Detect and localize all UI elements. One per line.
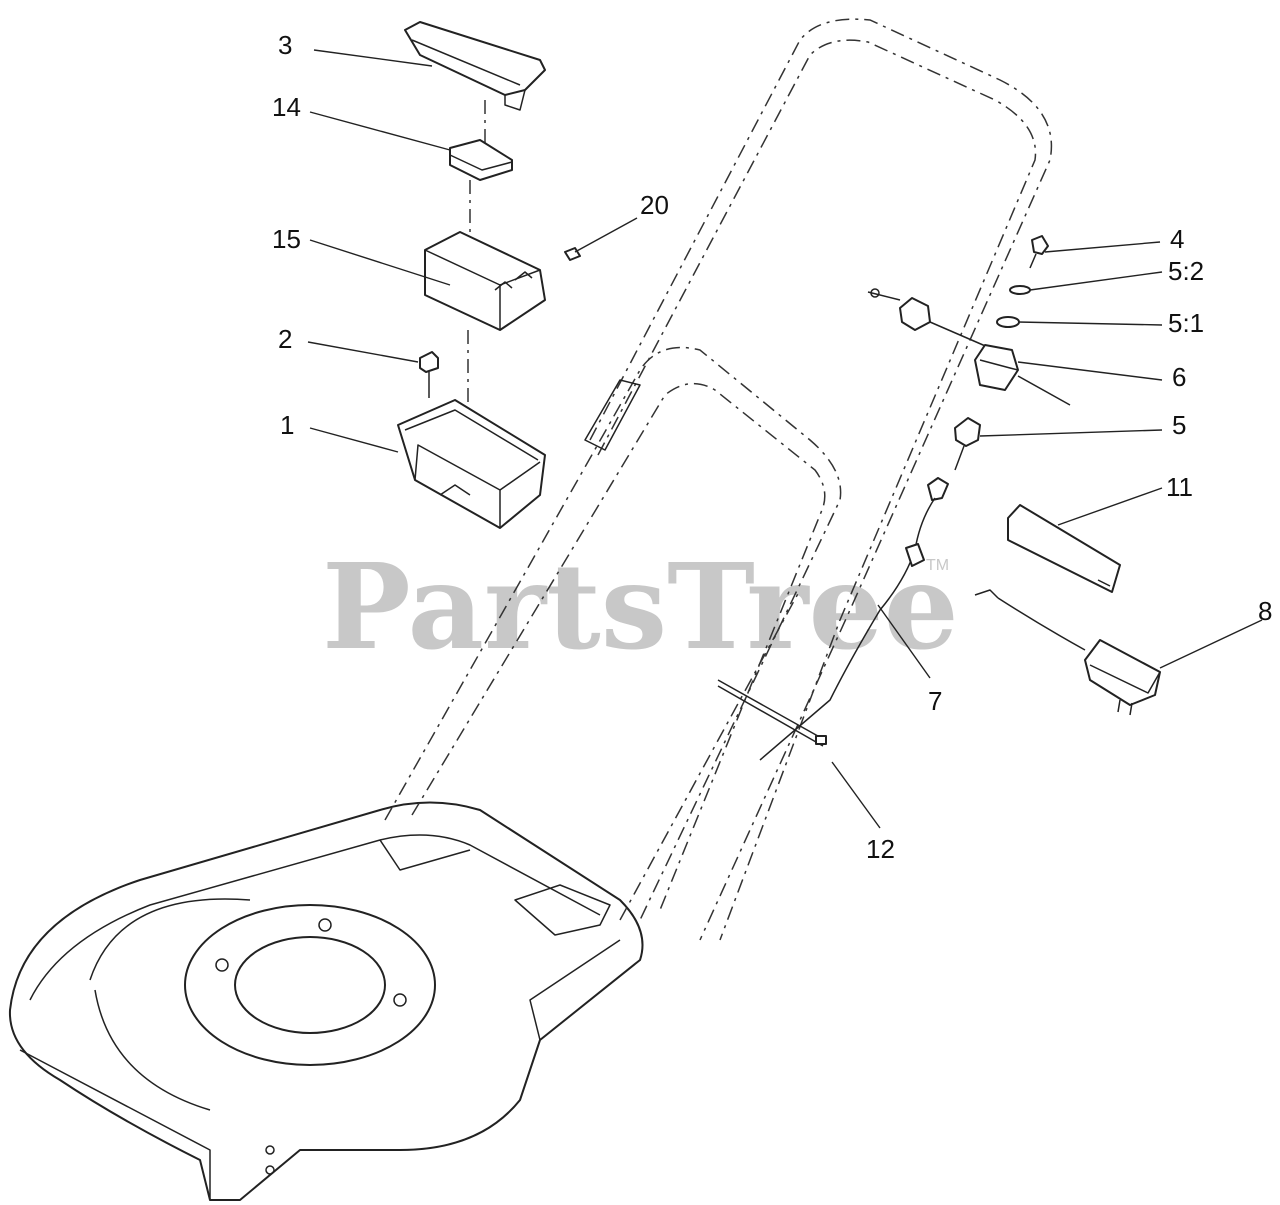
- watermark: PartsTree TM: [322, 537, 959, 676]
- part-15-battery: [424, 231, 546, 331]
- part-5-switch: [954, 417, 981, 471]
- part-5-2-washer: [1009, 285, 1031, 295]
- part-4-key: [1029, 235, 1049, 269]
- watermark-trademark: TM: [926, 557, 949, 574]
- switch-bracket: [867, 288, 991, 349]
- part-12-cable-tie: [717, 679, 827, 747]
- callout-5: 5: [1172, 410, 1186, 440]
- callout-4: 4: [1170, 224, 1184, 254]
- part-1-battery-tray: [397, 399, 546, 529]
- callout-14: 14: [272, 92, 301, 122]
- callout-7: 7: [928, 686, 942, 716]
- part-3-battery-cover: [404, 21, 546, 111]
- mower-deck: [8, 801, 644, 1201]
- callout-5-2: 5:2: [1168, 256, 1204, 286]
- motor-opening: [234, 936, 386, 1034]
- callout-12: 12: [866, 834, 895, 864]
- part-6-switch-housing: [974, 344, 1071, 406]
- callout-1: 1: [280, 410, 294, 440]
- part-11-label: [1007, 504, 1121, 593]
- handle-assembly: [384, 18, 1053, 941]
- callout-15: 15: [272, 224, 301, 254]
- watermark-brand: PartsTree: [322, 537, 959, 676]
- part-5-1-washer: [996, 316, 1020, 328]
- callout-8: 8: [1258, 596, 1272, 626]
- part-2-screw: [419, 351, 439, 398]
- callout-2: 2: [278, 324, 292, 354]
- callout-11: 11: [1166, 472, 1193, 502]
- callout-3: 3: [278, 30, 292, 60]
- part-7-wire-harness: [759, 477, 949, 761]
- callout-6: 6: [1172, 362, 1186, 392]
- handle-bracket: [584, 379, 641, 451]
- callout-20: 20: [640, 190, 669, 220]
- callout-5-1: 5:1: [1168, 308, 1204, 338]
- part-14-pad: [449, 139, 513, 181]
- part-8-charger: [974, 589, 1161, 716]
- leader-lines: [307, 49, 1263, 829]
- callout-labels: 3 14 15 2 1 20 4 5:2 5:1 6 5 11 8 7 12: [272, 30, 1272, 864]
